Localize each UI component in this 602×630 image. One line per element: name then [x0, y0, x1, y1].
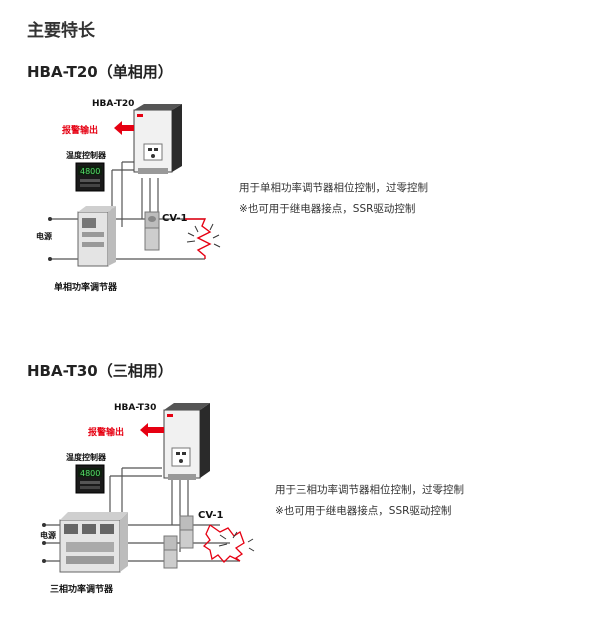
alarm-arrow-icon — [114, 121, 134, 135]
wiring-lines — [50, 161, 205, 260]
alarm-label-t30: 报警输出 — [88, 426, 124, 438]
power-label-t30: 电源 — [40, 530, 56, 540]
section-title-t30: HBA-T30（三相用） — [27, 362, 173, 380]
description-t20: 用于单相功率调节器相位控制，过零控制 ※也可用于继电器接点，SSR驱动控制 — [239, 178, 428, 220]
regulator-label-t20: 单相功率调节器 — [54, 281, 118, 293]
spark-icon — [186, 223, 221, 248]
description-line: ※也可用于继电器接点，SSR驱动控制 — [239, 203, 416, 215]
controller-display-t30: 4800 — [80, 469, 100, 478]
description-line: 用于单相功率调节器相位控制，过零控制 — [239, 182, 428, 194]
alarm-label-t20: 报警输出 — [62, 124, 98, 136]
page-heading: 主要特长 — [27, 21, 95, 41]
ct-label-t20: CV-1 — [162, 213, 188, 224]
description-line: 用于三相功率调节器相位控制，过零控制 — [275, 484, 464, 496]
alarm-arrow-icon — [140, 423, 164, 437]
controller-display-t20: 4800 — [80, 167, 100, 176]
temperature-controller-t30: 4800 — [75, 464, 105, 494]
controller-label-t30: 温度控制器 — [66, 452, 107, 462]
ct-sensor-t30-b — [163, 535, 178, 569]
hba-t20-device — [133, 104, 182, 174]
regulator-label-t30: 三相功率调节器 — [50, 583, 114, 595]
device-label-t30: HBA-T30 — [114, 403, 156, 413]
description-t30: 用于三相功率调节器相位控制，过零控制 ※也可用于继电器接点，SSR驱动控制 — [275, 480, 464, 522]
spark-icon — [218, 531, 255, 552]
device-label-t20: HBA-T20 — [92, 99, 134, 109]
ct-sensor-t30-a — [179, 515, 194, 549]
power-regulator-single — [77, 206, 116, 267]
power-regulator-three — [59, 512, 128, 573]
heater-icon — [185, 218, 212, 259]
diagram-single-phase: HBA-T20 报警输出 温度控制器 4800 电源 CV-1 单相功率调节器 — [36, 99, 221, 293]
description-line: ※也可用于继电器接点，SSR驱动控制 — [275, 505, 452, 517]
controller-label-t20: 温度控制器 — [66, 150, 107, 160]
hba-t30-device — [163, 403, 210, 480]
section-title-t20: HBA-T20（单相用） — [27, 63, 173, 81]
diagram-three-phase: HBA-T30 报警输出 温度控制器 4800 电源 CV-1 三相功率 — [40, 403, 255, 595]
ct-sensor-t20 — [144, 211, 160, 251]
temperature-controller-t20: 4800 — [75, 162, 105, 192]
power-label-t20: 电源 — [36, 231, 52, 241]
ct-label-t30: CV-1 — [198, 510, 224, 521]
